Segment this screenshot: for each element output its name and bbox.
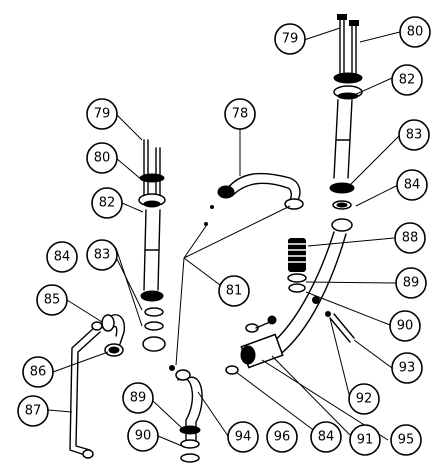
callout-79-right: 79 — [274, 23, 306, 55]
callout-label: 90 — [397, 319, 414, 334]
callout-86: 86 — [22, 356, 54, 388]
callout-84-bottom: 84 — [310, 421, 342, 453]
callout-84-left: 84 — [46, 241, 78, 273]
callout-81: 81 — [218, 275, 250, 307]
callout-79-left: 79 — [86, 98, 118, 130]
callout-label: 80 — [94, 151, 111, 166]
callout-88: 88 — [394, 222, 426, 254]
callout-96: 96 — [266, 421, 298, 453]
callout-label: 79 — [282, 32, 299, 47]
callout-label: 82 — [399, 73, 416, 88]
callout-label: 86 — [30, 365, 47, 380]
callout-label: 85 — [44, 293, 61, 308]
middle-bottom-pipe — [169, 365, 203, 463]
callout-label: 78 — [232, 107, 249, 122]
callout-85: 85 — [36, 284, 68, 316]
right-small-fittings — [312, 296, 355, 343]
right-elbow-valve — [225, 315, 284, 375]
callout-label: 92 — [356, 392, 373, 407]
callout-label: 84 — [404, 178, 421, 193]
callout-label: 81 — [226, 284, 243, 299]
callout-label: 83 — [406, 128, 423, 143]
left-long-pipe — [69, 321, 103, 459]
callout-label: 90 — [135, 429, 152, 444]
callout-label: 95 — [398, 433, 415, 448]
right-threaded-fitting — [287, 238, 307, 293]
callout-label: 82 — [99, 196, 116, 211]
callout-label: 87 — [25, 404, 42, 419]
callout-82-right: 82 — [391, 64, 423, 96]
callout-92: 92 — [348, 383, 380, 415]
right-lower-washers — [329, 182, 355, 232]
callout-label: 88 — [402, 231, 419, 246]
callout-83-left: 83 — [86, 239, 118, 271]
callout-95: 95 — [390, 424, 422, 456]
callout-90-bottom: 90 — [127, 420, 159, 452]
left-elbow — [101, 314, 125, 357]
callout-label: 89 — [130, 391, 147, 406]
right-bolts — [337, 14, 359, 83]
callout-label: 83 — [94, 248, 111, 263]
callout-label: 80 — [407, 25, 424, 40]
callout-label: 94 — [235, 430, 252, 445]
callout-83-right: 83 — [398, 119, 430, 151]
callout-label: 91 — [357, 433, 374, 448]
callout-91: 91 — [349, 424, 381, 456]
callout-82-left: 82 — [91, 187, 123, 219]
callout-label: 79 — [94, 107, 111, 122]
leader-lines — [47, 27, 401, 447]
callout-label: 96 — [274, 430, 291, 445]
right-vertical-pipe — [333, 99, 353, 179]
callout-90-right: 90 — [389, 310, 421, 342]
callout-label: 84 — [54, 250, 71, 265]
callout-94: 94 — [227, 421, 259, 453]
callout-80-right: 80 — [399, 16, 431, 48]
middle-pipe — [204, 172, 304, 226]
right-flange — [333, 72, 363, 100]
callout-78: 78 — [224, 98, 256, 130]
callout-93: 93 — [391, 352, 423, 384]
callout-89-bottom: 89 — [122, 382, 154, 414]
callout-84-right: 84 — [396, 169, 428, 201]
callout-87: 87 — [17, 395, 49, 427]
callout-label: 93 — [399, 361, 416, 376]
callout-label: 89 — [403, 276, 420, 291]
callout-label: 84 — [318, 430, 335, 445]
callout-89-right: 89 — [395, 267, 427, 299]
left-bolts — [143, 139, 161, 201]
left-flange-pipe — [138, 173, 166, 352]
callout-80-left: 80 — [86, 142, 118, 174]
